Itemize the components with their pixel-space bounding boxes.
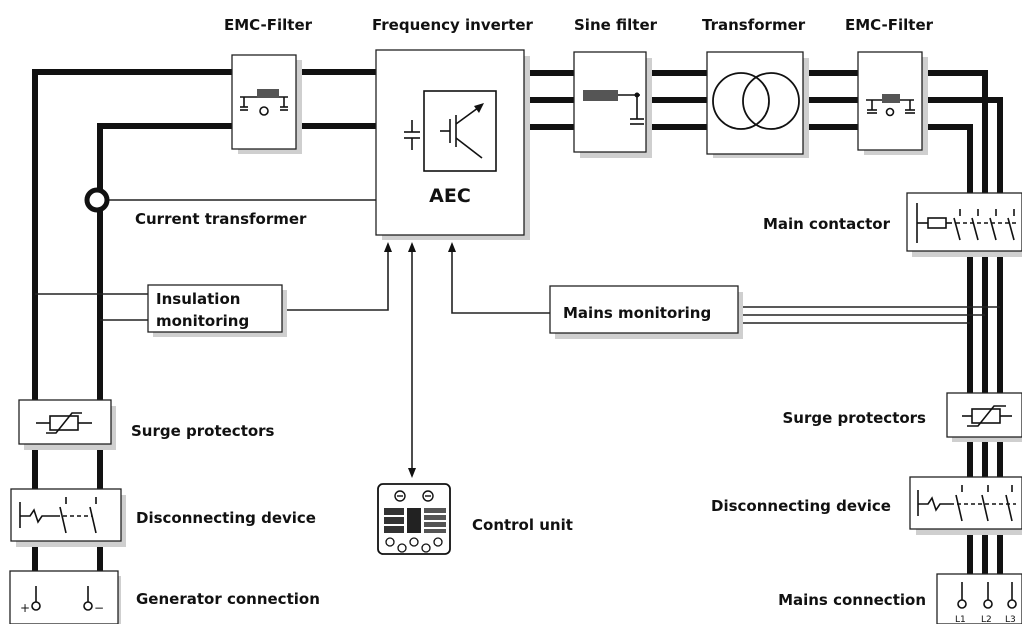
sine-filter-box: [573, 51, 652, 158]
emc-filter-left-label: EMC-Filter: [224, 16, 313, 34]
generator-plus-sign: +: [20, 601, 30, 615]
mains-monitoring-box: Mains monitoring: [549, 285, 743, 339]
disconnecting-device-right-label: Disconnecting device: [711, 497, 891, 515]
surge-protectors-left-label: Surge protectors: [131, 422, 275, 440]
frequency-inverter-label: Frequency inverter: [372, 16, 534, 34]
generator-connection-label: Generator connection: [136, 590, 320, 608]
sine-filter-label: Sine filter: [574, 16, 658, 34]
mains-connection-label: Mains connection: [778, 591, 926, 609]
disconnecting-device-left-label: Disconnecting device: [136, 509, 316, 527]
insulation-monitoring-label-line2: monitoring: [156, 312, 249, 330]
surge-protectors-right-box: [946, 392, 1022, 442]
insulation-monitoring-box: Insulation monitoring: [147, 284, 287, 337]
generator-connection-box: + −: [9, 570, 121, 624]
phase-l1-label: L1: [955, 615, 966, 624]
insulation-monitoring-label-line1: Insulation: [156, 290, 240, 308]
transformer-label: Transformer: [702, 16, 806, 34]
surge-protectors-left-box: [18, 399, 116, 450]
mains-connection-box: L1 L2 L3: [936, 573, 1022, 624]
main-contactor-box: [906, 192, 1022, 257]
emc-filter-right-label: EMC-Filter: [845, 16, 934, 34]
current-transformer-label: Current transformer: [135, 210, 307, 228]
transformer-box: [706, 51, 809, 158]
emc-filter-right-box: [857, 51, 928, 155]
frequency-inverter-box: AEC: [375, 49, 530, 240]
mains-monitoring-label: Mains monitoring: [563, 304, 711, 322]
signal-lines: [35, 199, 1000, 478]
main-contactor-label: Main contactor: [763, 215, 891, 233]
generator-minus-sign: −: [94, 601, 104, 615]
current-transformer-symbol: [84, 187, 110, 213]
disconnecting-device-right-box: [909, 476, 1022, 535]
control-unit-icon: [377, 483, 451, 555]
aec-label: AEC: [429, 185, 471, 207]
disconnecting-device-left-box: [10, 488, 126, 547]
surge-protectors-right-label: Surge protectors: [783, 409, 927, 427]
control-unit-label: Control unit: [472, 516, 573, 534]
emc-filter-left-box: [231, 54, 302, 154]
diagram-labels: EMC-Filter Frequency inverter Sine filte…: [131, 16, 934, 609]
phase-l2-label: L2: [981, 615, 992, 624]
phase-l3-label: L3: [1005, 615, 1016, 624]
